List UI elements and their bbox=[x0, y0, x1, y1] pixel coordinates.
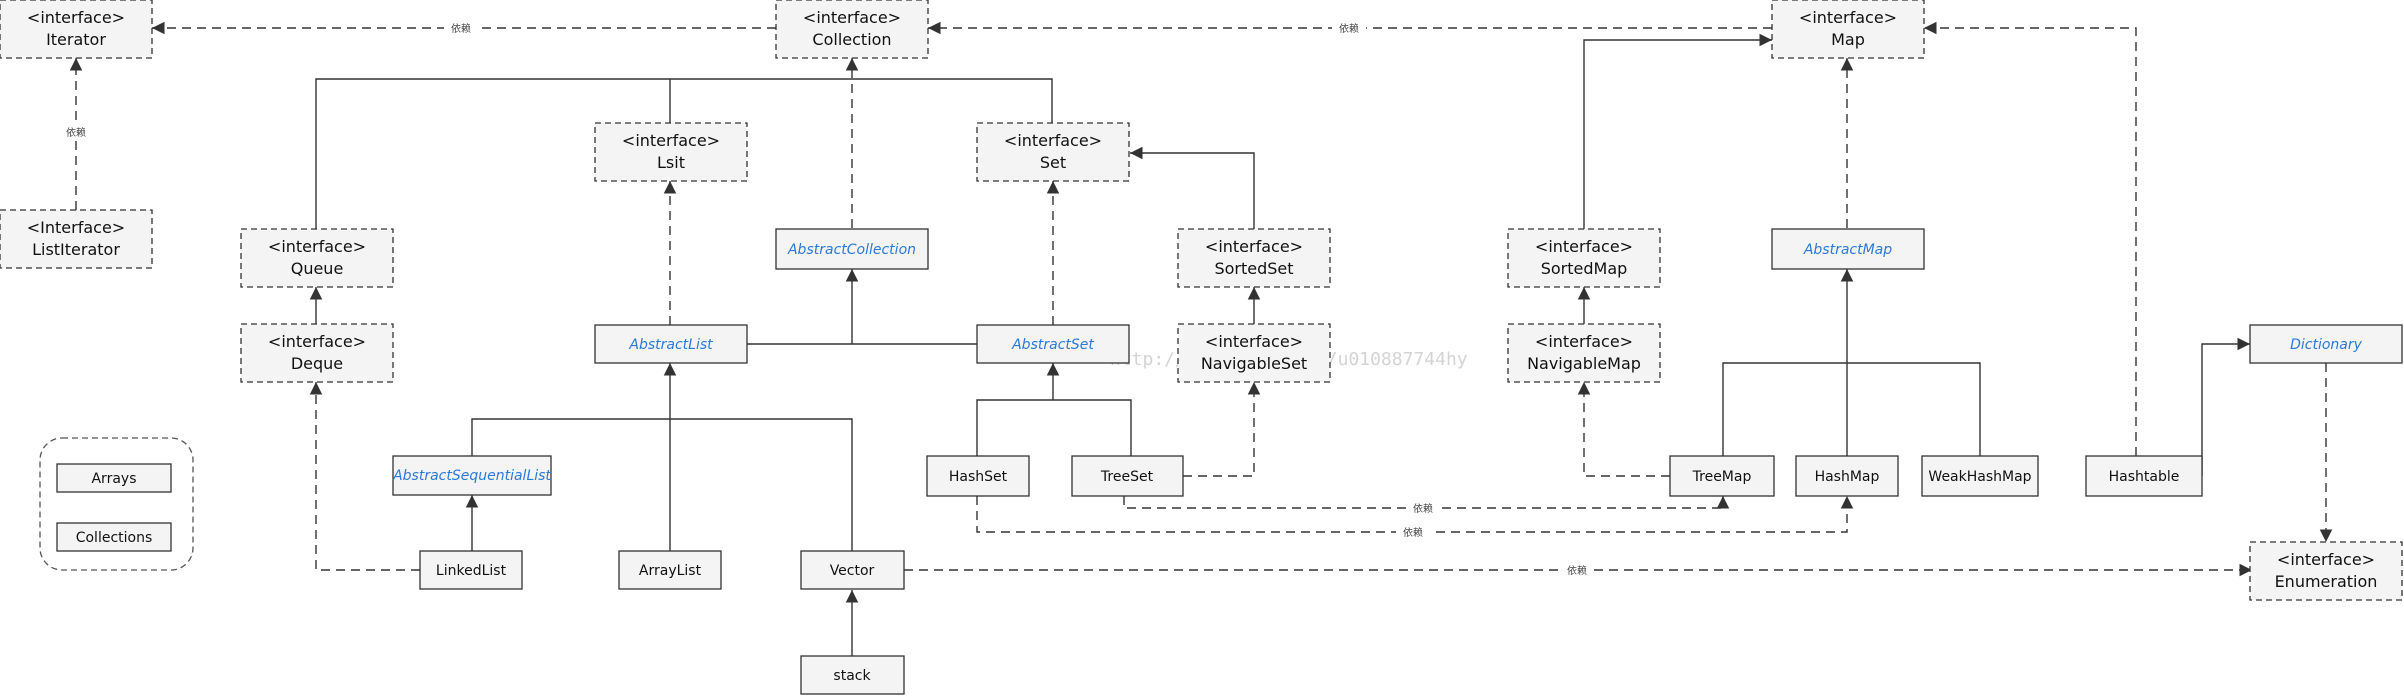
node-sortedmap-name: SortedMap bbox=[1541, 259, 1628, 278]
node-sortedset-name: SortedSet bbox=[1214, 259, 1293, 278]
node-weakhashmap-name: WeakHashMap bbox=[1928, 469, 2031, 485]
node-vector-name: Vector bbox=[830, 563, 875, 579]
node-abstractmap-name: AbstractMap bbox=[1803, 242, 1892, 258]
edge-queue-collection bbox=[315, 78, 1053, 230]
node-enumeration[interactable]: <interface> Enumeration bbox=[2249, 541, 2403, 601]
node-abstractmap[interactable]: AbstractMap bbox=[1771, 228, 1925, 270]
utility-classes-group bbox=[39, 437, 194, 571]
node-dictionary-name: Dictionary bbox=[2290, 337, 2363, 353]
node-abstractlist[interactable]: AbstractList bbox=[594, 324, 748, 364]
edge-treeset-navigableset bbox=[1183, 382, 1261, 477]
node-abstractsequentiallist-name: AbstractSequentialList bbox=[392, 468, 551, 484]
node-abstractset-name: AbstractSet bbox=[1011, 337, 1094, 353]
node-sortedset[interactable]: <interface> SortedSet bbox=[1177, 228, 1331, 288]
node-treemap[interactable]: TreeMap bbox=[1669, 455, 1775, 497]
node-abstractset[interactable]: AbstractSet bbox=[976, 324, 1130, 364]
node-arrays[interactable]: Arrays bbox=[56, 463, 172, 493]
node-stack[interactable]: stack bbox=[800, 655, 905, 695]
edge-labels: 依赖 依赖 依赖 依赖 依赖 依赖 bbox=[60, 20, 1594, 578]
node-hashtable-name: Hashtable bbox=[2109, 469, 2180, 485]
node-abstractlist-name: AbstractList bbox=[628, 337, 713, 353]
edge-treeset-treemap bbox=[1123, 496, 1730, 509]
node-abstractcollection[interactable]: AbstractCollection bbox=[775, 228, 929, 270]
node-sortedmap[interactable]: <interface> SortedMap bbox=[1507, 228, 1661, 288]
edge-sortedmap-map bbox=[1583, 33, 1772, 230]
node-navigablemap[interactable]: <interface> NavigableMap bbox=[1507, 323, 1661, 383]
node-navigableset[interactable]: <interface> NavigableSet bbox=[1177, 323, 1331, 383]
node-hashtable[interactable]: Hashtable bbox=[2085, 455, 2203, 497]
label-hashset-hashmap: 依赖 bbox=[1403, 526, 1423, 539]
node-lsit-stereotype: <interface> bbox=[622, 131, 720, 150]
edge-linkedlist-deque bbox=[309, 382, 420, 571]
node-hashmap-name: HashMap bbox=[1815, 469, 1880, 485]
node-deque[interactable]: <interface> Deque bbox=[240, 323, 394, 383]
node-arraylist[interactable]: ArrayList bbox=[618, 550, 722, 590]
node-collections-name: Collections bbox=[76, 530, 153, 546]
node-deque-stereotype: <interface> bbox=[268, 332, 366, 351]
edge-hashset-abstractset bbox=[976, 399, 1132, 456]
edge-hashtable-map bbox=[1924, 21, 2137, 456]
node-collection[interactable]: <interface> Collection bbox=[775, 0, 929, 59]
node-queue-name: Queue bbox=[291, 259, 344, 278]
node-vector[interactable]: Vector bbox=[800, 550, 905, 590]
node-queue[interactable]: <interface> Queue bbox=[240, 228, 394, 288]
node-lsit[interactable]: <interface> Lsit bbox=[594, 122, 748, 182]
node-navigableset-stereotype: <interface> bbox=[1205, 332, 1303, 351]
edge-treemap-abstractmap bbox=[1722, 362, 1981, 456]
node-hashmap[interactable]: HashMap bbox=[1795, 455, 1899, 497]
node-stack-name: stack bbox=[833, 668, 871, 684]
edges bbox=[69, 21, 2333, 656]
node-map[interactable]: <interface> Map bbox=[1771, 0, 1925, 59]
node-abstractsequentiallist[interactable]: AbstractSequentialList bbox=[392, 455, 552, 496]
node-treeset[interactable]: TreeSet bbox=[1071, 455, 1184, 497]
node-collection-stereotype: <interface> bbox=[803, 8, 901, 27]
node-arrays-name: Arrays bbox=[91, 471, 136, 487]
node-iterator[interactable]: <interface> Iterator bbox=[0, 0, 153, 59]
node-map-name: Map bbox=[1831, 30, 1865, 49]
label-treeset-treemap: 依赖 bbox=[1413, 502, 1433, 515]
node-iterator-name: Iterator bbox=[46, 30, 106, 49]
node-queue-stereotype: <interface> bbox=[268, 237, 366, 256]
node-navigablemap-name: NavigableMap bbox=[1527, 354, 1641, 373]
node-linkedlist[interactable]: LinkedList bbox=[419, 550, 523, 590]
edge-abstractsequentiallist-abstractlist bbox=[471, 418, 853, 551]
label-listiterator-iterator: 依赖 bbox=[66, 126, 86, 139]
node-navigablemap-stereotype: <interface> bbox=[1535, 332, 1633, 351]
node-enumeration-stereotype: <interface> bbox=[2277, 550, 2375, 569]
node-hashset-name: HashSet bbox=[949, 469, 1008, 485]
node-weakhashmap[interactable]: WeakHashMap bbox=[1921, 455, 2039, 497]
node-sortedset-stereotype: <interface> bbox=[1205, 237, 1303, 256]
node-collections[interactable]: Collections bbox=[56, 522, 172, 552]
node-abstractcollection-name: AbstractCollection bbox=[787, 242, 916, 258]
node-hashset[interactable]: HashSet bbox=[926, 455, 1030, 497]
node-listiterator[interactable]: <Interface> ListIterator bbox=[0, 209, 153, 269]
node-iterator-stereotype: <interface> bbox=[27, 8, 125, 27]
node-set-name: Set bbox=[1040, 153, 1066, 172]
node-arraylist-name: ArrayList bbox=[639, 563, 702, 579]
edge-treemap-navigablemap bbox=[1577, 382, 1670, 477]
edge-sortedset-set bbox=[1130, 146, 1255, 230]
node-dictionary[interactable]: Dictionary bbox=[2249, 324, 2403, 364]
node-enumeration-name: Enumeration bbox=[2275, 572, 2378, 591]
node-navigableset-name: NavigableSet bbox=[1201, 354, 1307, 373]
node-sortedmap-stereotype: <interface> bbox=[1535, 237, 1633, 256]
node-lsit-name: Lsit bbox=[657, 153, 685, 172]
node-listiterator-stereotype: <Interface> bbox=[27, 218, 125, 237]
node-listiterator-name: ListIterator bbox=[32, 240, 120, 259]
node-set[interactable]: <interface> Set bbox=[976, 122, 1130, 182]
node-collection-name: Collection bbox=[812, 30, 891, 49]
label-vector-enumeration: 依赖 bbox=[1567, 564, 1587, 577]
label-map-collection: 依赖 bbox=[1339, 22, 1359, 35]
node-linkedlist-name: LinkedList bbox=[436, 563, 507, 579]
edge-hashtable-dictionary bbox=[2201, 337, 2250, 476]
node-map-stereotype: <interface> bbox=[1799, 8, 1897, 27]
node-deque-name: Deque bbox=[291, 354, 343, 373]
node-set-stereotype: <interface> bbox=[1004, 131, 1102, 150]
label-collection-iterator: 依赖 bbox=[451, 22, 471, 35]
node-treeset-name: TreeSet bbox=[1100, 469, 1154, 485]
node-treemap-name: TreeMap bbox=[1692, 469, 1752, 485]
